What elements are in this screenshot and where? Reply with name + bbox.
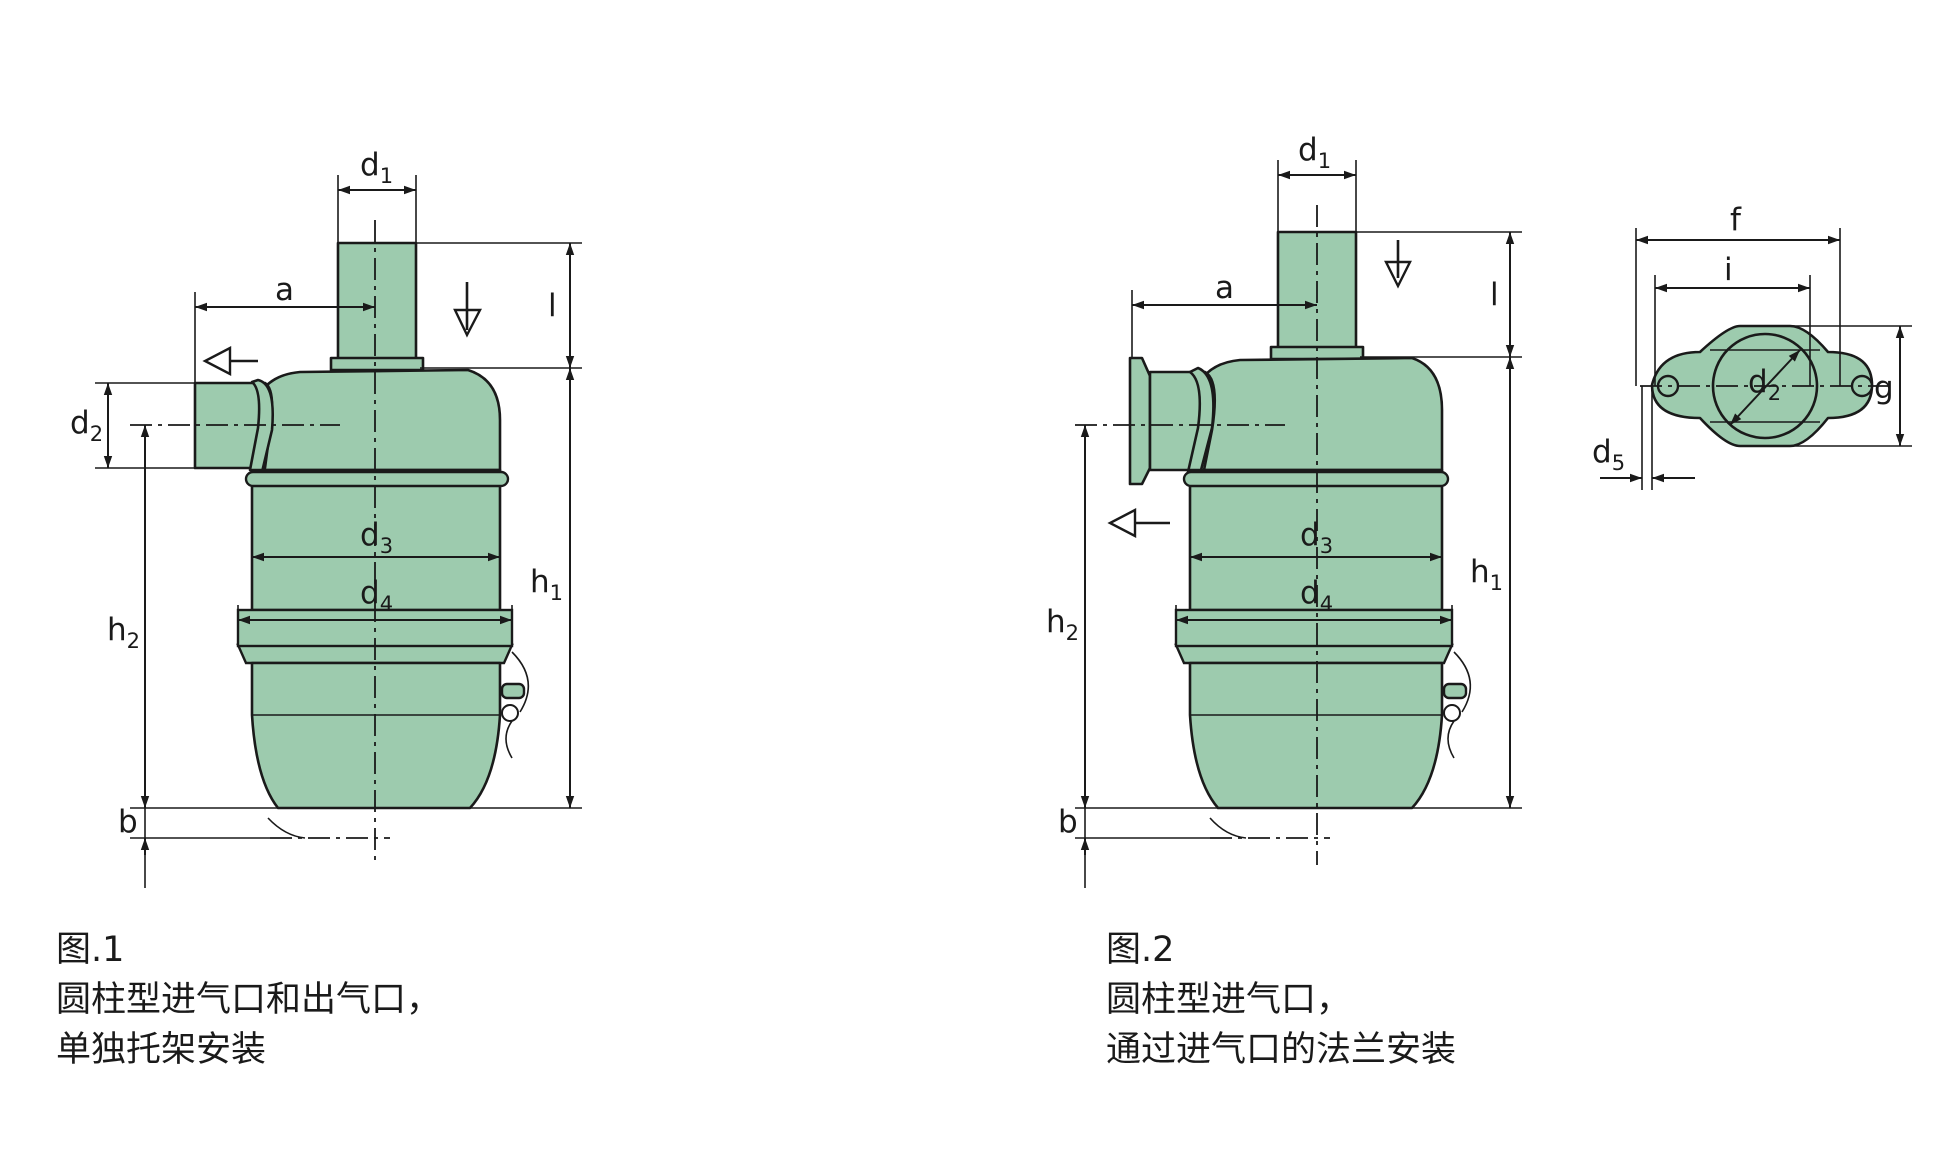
filter-housing [1188, 356, 1444, 472]
clamp-lip [1174, 608, 1454, 648]
fig1-dim-d3: d3 [360, 517, 393, 558]
fig1-dim-b: b [118, 804, 138, 840]
figure-2-caption-line-2: 通过进气口的法兰安装 [1106, 1030, 1457, 1070]
flange-dim-i: i [1724, 252, 1733, 288]
fig2-dim-d3: d3 [1300, 517, 1333, 558]
fig2-dim-h1: h1 [1470, 554, 1503, 595]
drain-valve [500, 682, 526, 700]
fig2-dim-d1: d1 [1298, 132, 1331, 173]
fig1-dim-d1: d1 [360, 147, 393, 188]
outlet-pipe [336, 241, 418, 362]
fig1-dim-d2: d2 [70, 405, 103, 446]
figure-1-caption-line-1: 圆柱型进气口和出气口， [56, 980, 442, 1020]
latch [1443, 704, 1461, 722]
fig2-dim-d4: d4 [1300, 575, 1333, 616]
figure-1-title: 图.1 [56, 930, 125, 970]
fig2-dim-l: l [1490, 277, 1499, 313]
drain-valve [1442, 682, 1468, 700]
fig2-dim-a: a [1215, 270, 1234, 306]
upper-band [244, 470, 510, 488]
clamp-ring [1174, 643, 1454, 665]
figure-1-caption-line-2: 单独托架安装 [56, 1030, 267, 1070]
figure-1-drawing: d1 a l d2 d3 d4 h1 h2 b [70, 147, 582, 888]
figure-2-title: 图.2 [1106, 930, 1175, 970]
fig2-dim-b: b [1058, 804, 1078, 840]
outlet-collar [329, 356, 425, 372]
flange-dim-d2: d2 [1748, 364, 1781, 405]
flange-dim-d5: d5 [1592, 434, 1625, 475]
flange-dim-f: f [1730, 202, 1742, 238]
fig1-dim-h2: h2 [107, 612, 140, 653]
fig1-dim-h1: h1 [530, 564, 563, 605]
figure-1-caption: 图.1 圆柱型进气口和出气口， 单独托架安装 [56, 925, 441, 1075]
dust-cup [1188, 661, 1444, 810]
fig2-dim-h2: h2 [1046, 604, 1079, 645]
latch [501, 704, 519, 722]
figure-2-caption: 图.2 圆柱型进气口， 通过进气口的法兰安装 [1106, 925, 1456, 1075]
fig1-dim-l: l [548, 288, 557, 324]
upper-band [1182, 470, 1450, 488]
filter-housing [250, 368, 502, 472]
dust-cup [250, 661, 502, 810]
figure-2-caption-line-1: 圆柱型进气口， [1106, 980, 1352, 1020]
flange-detail-drawing: d2 f i g d5 [1592, 202, 1912, 490]
inlet-collar [248, 378, 274, 474]
fig1-dim-a: a [275, 272, 294, 308]
fig1-dim-d4: d4 [360, 575, 393, 616]
flange-dim-g: g [1874, 370, 1894, 406]
figure-2-drawing: d1 a l d3 d4 h1 h2 b [1046, 132, 1522, 888]
inlet-flange [1128, 356, 1152, 486]
